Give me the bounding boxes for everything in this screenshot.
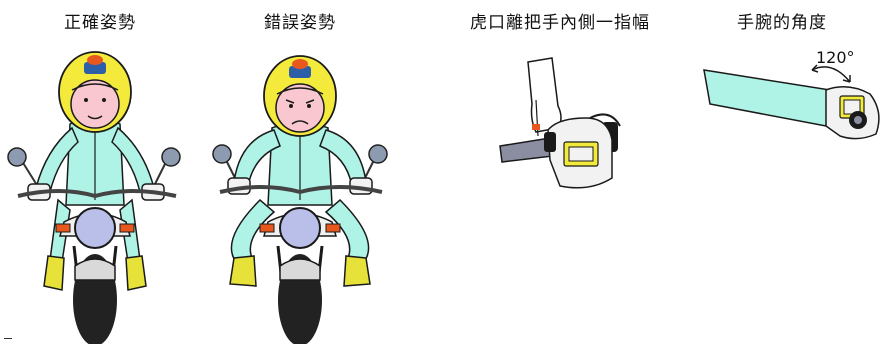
panel-wrist-angle: 手腕的角度 120° xyxy=(680,0,884,344)
caption-grip: 虎口離把手內側一指幅 xyxy=(470,13,650,33)
rider-correct-illustration xyxy=(7,51,181,344)
corner-mark xyxy=(4,338,12,339)
angle-arc xyxy=(811,66,851,83)
caption-correct-posture: 正確姿勢 xyxy=(64,13,136,33)
wrist-illustration xyxy=(703,64,880,140)
panel-wrong-posture: 錯誤姿勢 xyxy=(200,0,400,344)
grip-illustration xyxy=(499,57,621,189)
panel-correct-posture: 正確姿勢 xyxy=(0,0,200,344)
caption-wrong-posture: 錯誤姿勢 xyxy=(264,13,336,33)
angle-label: 120° xyxy=(816,48,855,67)
caption-wrist-angle: 手腕的角度 xyxy=(737,13,827,33)
rider-wrong-illustration xyxy=(212,55,388,344)
panel-grip: 虎口離把手內側一指幅 xyxy=(440,0,680,344)
